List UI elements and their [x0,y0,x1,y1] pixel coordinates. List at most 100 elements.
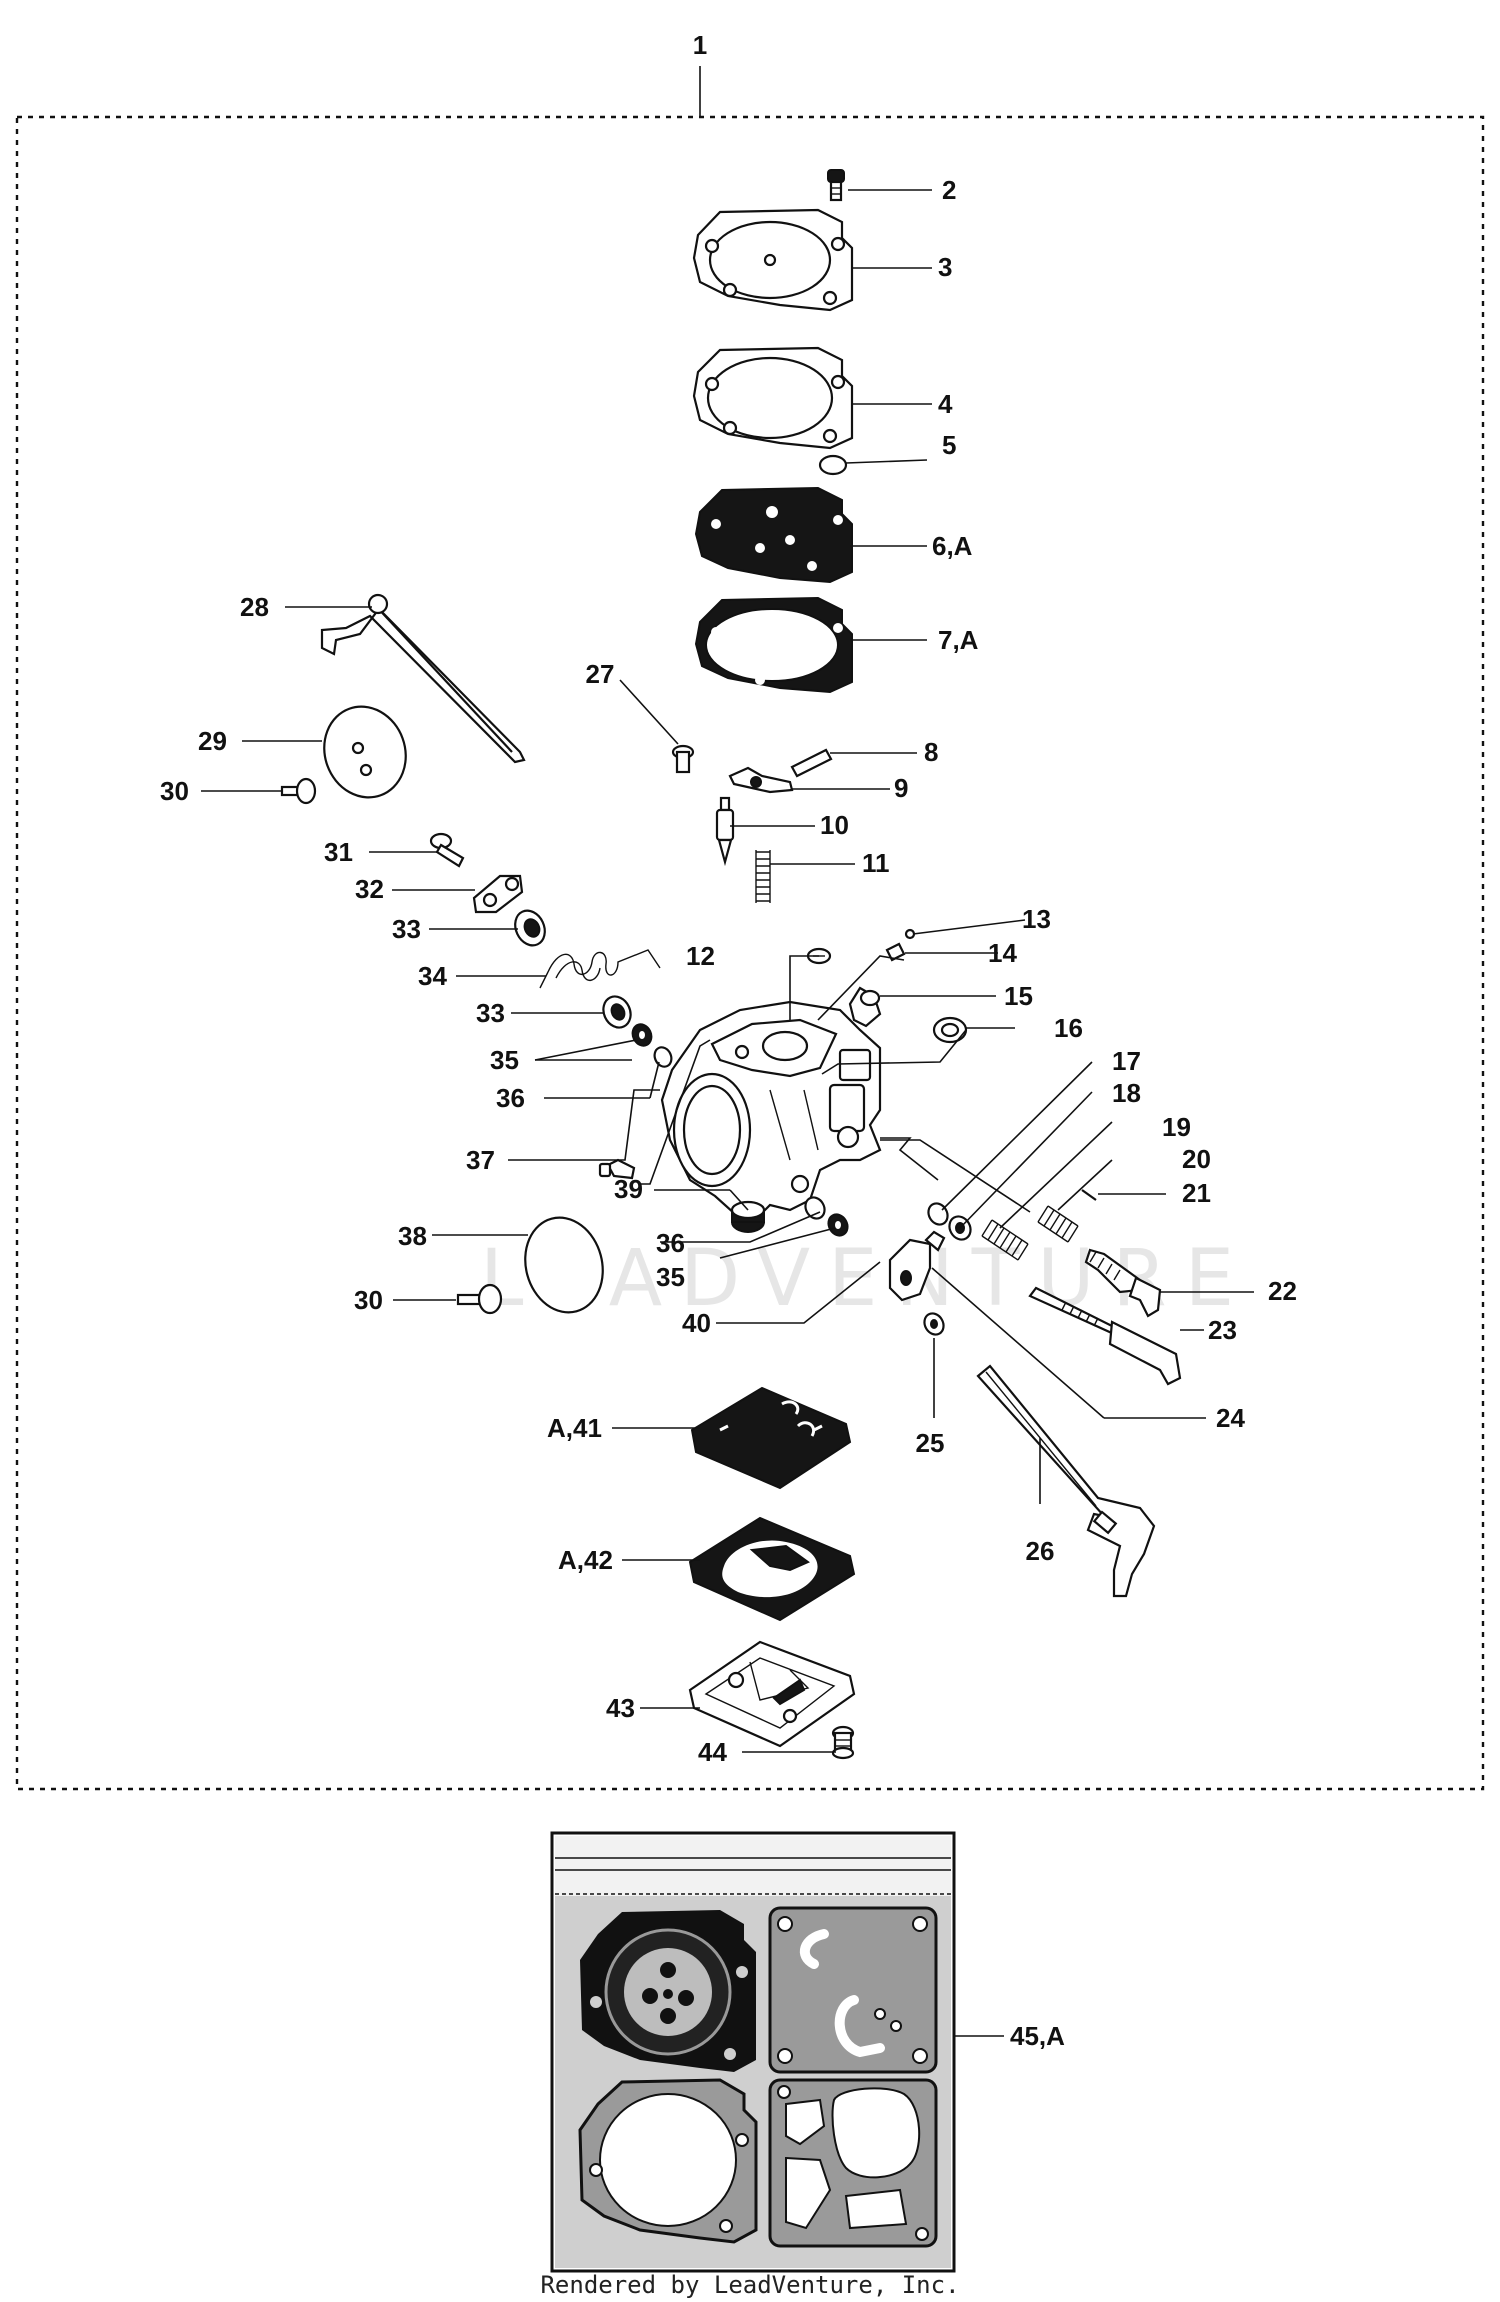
callout-8[interactable]: 8 [924,737,938,767]
part-26-throttle-shaft[interactable] [976,1364,1156,1598]
callout-17[interactable]: 17 [1112,1046,1141,1076]
callout-11[interactable]: 11 [862,848,890,878]
callout-32[interactable]: 32 [355,874,384,904]
callout-40[interactable]: 40 [682,1308,711,1338]
part-7-gasket[interactable] [694,596,853,694]
callout-35a[interactable]: 35 [490,1045,519,1075]
part-44-fitting[interactable] [831,1725,855,1760]
carburetor-body[interactable] [660,1000,882,1222]
kit-metering-gasket [768,2078,938,2248]
part-15-cap[interactable] [848,986,882,1028]
credit-text: Rendered by LeadVenture, Inc. [540,2271,959,2299]
part-38-throttle-valve[interactable] [515,1209,613,1321]
callout-4[interactable]: 4 [938,389,953,419]
part-31-screw[interactable] [429,832,465,868]
callout-35b[interactable]: 35 [656,1262,685,1292]
part-33a-bushing[interactable] [510,906,551,950]
part-37-adjusting-screw[interactable] [598,1158,636,1180]
part-10-inlet-needle[interactable] [715,796,735,867]
part-43-metering-cover[interactable] [688,1640,856,1748]
leader-lines [201,189,1254,2037]
part-41-metering-diaphragm[interactable] [690,1386,852,1490]
callout-34[interactable]: 34 [418,961,447,991]
part-13-ball[interactable] [904,928,916,940]
callout-30a[interactable]: 30 [160,776,189,806]
part-3-pump-cover[interactable] [692,208,854,312]
callout-43[interactable]: 43 [606,1693,635,1723]
callout-39[interactable]: 39 [614,1174,643,1204]
part-27-screw[interactable] [671,744,695,774]
part-9-inlet-lever[interactable] [728,766,794,794]
callout-29[interactable]: 29 [198,726,227,756]
part-19-spring[interactable] [981,1219,1029,1261]
callout-38[interactable]: 38 [398,1221,427,1251]
callout-3[interactable]: 3 [938,252,952,282]
assembly-number: 1 [693,30,707,60]
callout-22[interactable]: 22 [1268,1276,1297,1306]
callout-5[interactable]: 5 [942,430,956,460]
callout-41[interactable]: A,41 [547,1413,602,1443]
callout-10[interactable]: 10 [820,810,849,840]
callout-28[interactable]: 28 [240,592,269,622]
callout-18[interactable]: 18 [1112,1078,1141,1108]
part-36a-washer[interactable] [652,1045,675,1070]
part-35a-washer[interactable] [629,1021,655,1049]
kit-metering-diaphragm [768,1906,938,2074]
part-20-spring[interactable] [1037,1205,1079,1243]
callout-20[interactable]: 20 [1182,1144,1211,1174]
callout-16[interactable]: 16 [1054,1013,1083,1043]
part-29-choke-valve[interactable] [312,695,419,809]
part-14-plug[interactable] [885,942,906,962]
part-25-washer[interactable] [921,1310,948,1338]
callout-42[interactable]: A,42 [558,1545,613,1575]
callout-2[interactable]: 2 [942,175,956,205]
part-4-gasket[interactable] [692,346,854,450]
part-22-high-speed-needle[interactable] [1084,1248,1162,1318]
part-39-plug[interactable] [730,1200,766,1233]
part-33b-bushing[interactable] [598,992,635,1032]
part-23-low-speed-needle[interactable] [1028,1286,1182,1386]
callout-19[interactable]: 19 [1162,1112,1191,1142]
callout-24[interactable]: 24 [1216,1403,1245,1433]
callout-33a[interactable]: 33 [392,914,421,944]
part-11-spring[interactable] [755,850,771,903]
callout-21[interactable]: 21 [1182,1178,1211,1208]
callout-37[interactable]: 37 [466,1145,495,1175]
callout-36b[interactable]: 36 [656,1228,685,1258]
part-34-torsion-spring[interactable] [539,949,661,989]
part-21-pin[interactable] [1081,1189,1097,1201]
callout-36a[interactable]: 36 [496,1083,525,1113]
part-24-throttle-lever[interactable] [888,1230,946,1302]
part-6-pump-diaphragm[interactable] [694,486,853,584]
kit-pump-diaphragm [580,1910,756,2072]
callout-23[interactable]: 23 [1208,1315,1237,1345]
callout-31[interactable]: 31 [324,837,353,867]
part-28-choke-shaft[interactable] [320,593,526,764]
part-8-pin[interactable] [790,748,833,778]
part-45-repair-kit[interactable] [550,1831,956,2273]
part-30b-screw[interactable] [456,1283,503,1315]
part-5-o-ring[interactable] [818,454,848,476]
callout-30b[interactable]: 30 [354,1285,383,1315]
callout-25[interactable]: 25 [916,1428,945,1458]
callout-13[interactable]: 13 [1022,904,1051,934]
kit-gasket-ring [578,2078,758,2244]
callout-44[interactable]: 44 [698,1737,727,1767]
callout-27[interactable]: 27 [586,659,615,689]
part-2-screw[interactable] [827,169,845,202]
callout-26[interactable]: 26 [1026,1536,1055,1566]
callout-9[interactable]: 9 [894,773,908,803]
part-42-gasket[interactable] [688,1516,856,1622]
callout-15[interactable]: 15 [1004,981,1033,1011]
callout-7[interactable]: 7,A [938,625,979,655]
part-30a-screw[interactable] [280,777,317,805]
callout-14[interactable]: 14 [988,938,1017,968]
callout-6[interactable]: 6,A [932,531,973,561]
callout-12[interactable]: 12 [686,941,715,971]
callout-33b[interactable]: 33 [476,998,505,1028]
part-32-plate[interactable] [472,874,524,914]
part-36b-washer[interactable] [802,1194,829,1222]
part-16-filter-screen[interactable] [932,1016,968,1044]
callout-45[interactable]: 45,A [1010,2021,1065,2051]
